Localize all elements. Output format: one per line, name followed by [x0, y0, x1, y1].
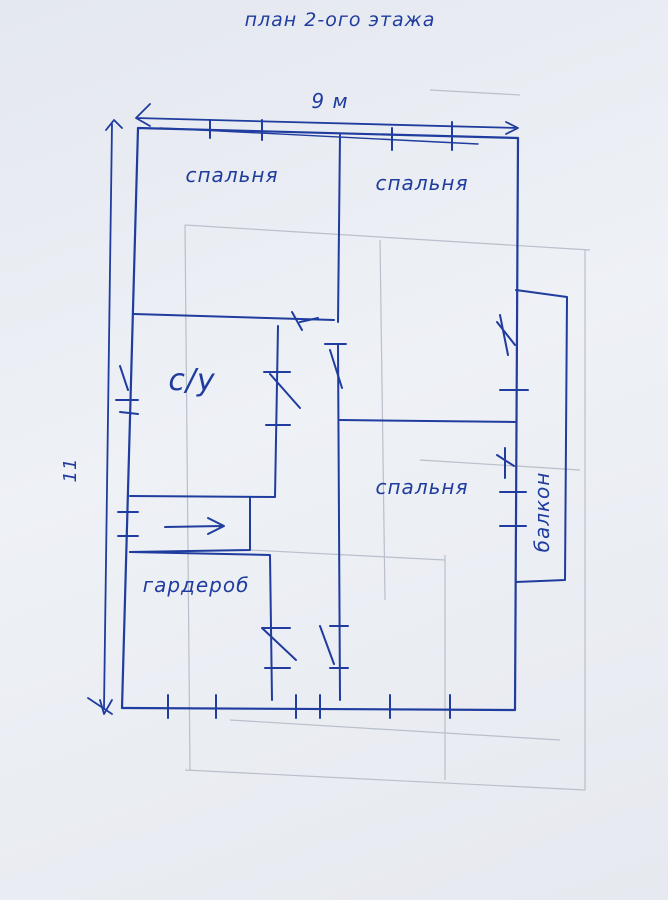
room-label-bedroom-top-left: спальня [185, 163, 278, 187]
room-label-bedroom-right: спальня [375, 475, 468, 499]
room-label-wardrobe: гардероб [143, 573, 250, 597]
width-label: 9 м [311, 89, 348, 113]
room-label-bathroom: с/у [168, 363, 216, 398]
height-label: 11 [60, 458, 81, 483]
plan-title: план 2-ого этажа [245, 9, 436, 31]
height-dimension-line [87, 119, 123, 715]
direction-arrow [164, 517, 225, 535]
door-and-window-marks [115, 119, 529, 719]
show-through-lines [184, 89, 591, 791]
balcony-outline [515, 289, 568, 583]
interior-walls [129, 134, 516, 701]
outer-walls [120, 126, 520, 712]
width-dimension-line [135, 103, 519, 145]
room-label-balcony: балкон [530, 472, 554, 553]
room-label-bedroom-top-right: спальня [375, 171, 468, 195]
